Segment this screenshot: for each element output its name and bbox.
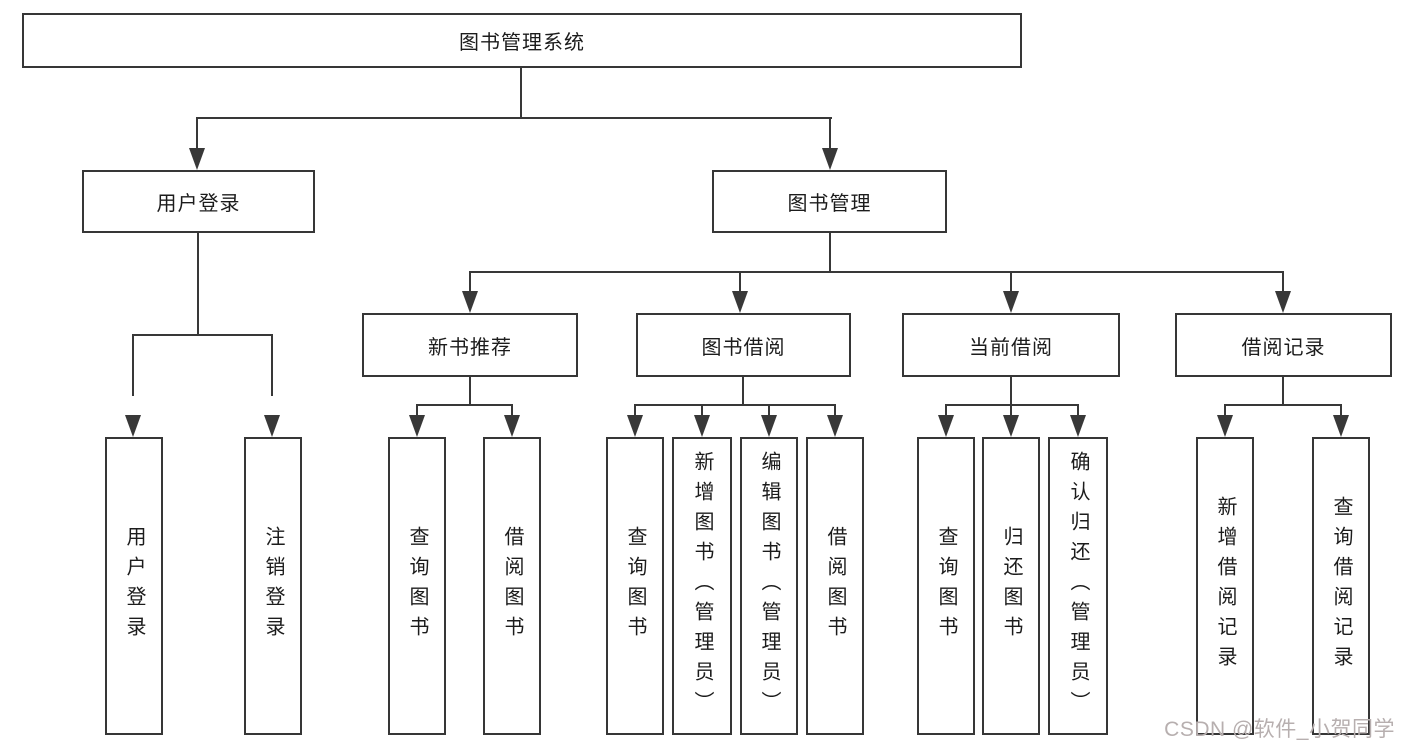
arrow-down-icon <box>1275 291 1291 313</box>
leaf-query-borrow-record: 查询借阅记录 <box>1312 437 1370 735</box>
connector-line <box>701 404 703 417</box>
node-label: 借阅图书 <box>501 526 523 646</box>
arrow-down-icon <box>125 415 141 437</box>
node-label: 查询图书 <box>624 526 646 646</box>
arrow-down-icon <box>761 415 777 437</box>
connector-line <box>416 404 418 417</box>
connector-line <box>742 377 744 406</box>
leaf-add-book-admin: 新增图书（管理员） <box>672 437 732 735</box>
leaf-user-login: 用户登录 <box>105 437 163 735</box>
connector-line <box>1077 404 1079 417</box>
watermark-text: CSDN @软件_小贺同学 <box>1164 718 1395 741</box>
arrow-down-icon <box>1003 291 1019 313</box>
connector-line <box>1010 404 1012 417</box>
node-label: 新增图书（管理员） <box>691 451 713 721</box>
connector-line <box>945 404 947 417</box>
connector-line <box>469 271 471 293</box>
node-label: 借阅图书 <box>824 526 846 646</box>
node-label: 新书推荐 <box>428 336 512 359</box>
leaf-borrow-books-recommend: 借阅图书 <box>483 437 541 735</box>
leaf-edit-book-admin: 编辑图书（管理员） <box>740 437 798 735</box>
node-label: 查询借阅记录 <box>1330 496 1352 676</box>
leaf-query-books-recommend: 查询图书 <box>388 437 446 735</box>
connector-line <box>196 117 198 149</box>
arrow-down-icon <box>822 148 838 170</box>
connector-line <box>739 271 741 293</box>
connector-line <box>634 404 636 417</box>
node-label: 图书借阅 <box>701 336 786 359</box>
leaf-query-books-borrow: 查询图书 <box>606 437 664 735</box>
connector-line <box>132 334 273 336</box>
connector-line <box>132 334 134 396</box>
node-book-management: 图书管理 <box>712 170 947 233</box>
node-label: 新增借阅记录 <box>1214 496 1236 676</box>
node-label: 图书管理 <box>787 193 872 215</box>
connector-line <box>829 233 831 273</box>
connector-line <box>1224 404 1226 417</box>
connector-line <box>634 404 836 406</box>
node-library-system: 图书管理系统 <box>22 13 1022 68</box>
connector-line <box>271 334 273 396</box>
arrow-down-icon <box>627 415 643 437</box>
arrow-down-icon <box>1003 415 1019 437</box>
arrow-down-icon <box>1070 415 1086 437</box>
node-borrow-records: 借阅记录 <box>1175 313 1392 377</box>
connector-line <box>520 68 522 119</box>
arrow-down-icon <box>264 415 280 437</box>
node-label: 借阅记录 <box>1241 336 1326 359</box>
connector-line <box>1340 404 1342 417</box>
node-label: 归还图书 <box>1000 526 1022 646</box>
leaf-return-book: 归还图书 <box>982 437 1040 735</box>
node-label: 确认归还（管理员） <box>1067 451 1089 721</box>
arrow-down-icon <box>1333 415 1349 437</box>
connector-line <box>768 404 770 417</box>
connector-line <box>829 117 831 149</box>
connector-line <box>416 404 513 406</box>
connector-line <box>469 271 1284 273</box>
arrow-down-icon <box>462 291 478 313</box>
leaf-confirm-return-admin: 确认归还（管理员） <box>1048 437 1108 735</box>
leaf-add-borrow-record: 新增借阅记录 <box>1196 437 1254 735</box>
connector-line <box>469 377 471 406</box>
connector-line <box>1282 377 1284 406</box>
connector-line <box>1282 271 1284 293</box>
node-label: 注销登录 <box>262 526 284 646</box>
connector-line <box>1010 377 1012 406</box>
connector-line <box>197 233 199 336</box>
node-label: 查询图书 <box>935 526 957 646</box>
node-user-login: 用户登录 <box>82 170 315 233</box>
node-label: 用户登录 <box>156 193 241 215</box>
node-label: 用户登录 <box>123 526 145 646</box>
connector-line <box>1224 404 1342 406</box>
connector-line <box>196 117 832 119</box>
arrow-down-icon <box>409 415 425 437</box>
arrow-down-icon <box>189 148 205 170</box>
node-label: 编辑图书（管理员） <box>758 451 780 721</box>
node-label: 查询图书 <box>406 526 428 646</box>
arrow-down-icon <box>504 415 520 437</box>
node-label: 图书管理系统 <box>459 32 585 54</box>
leaf-logout: 注销登录 <box>244 437 302 735</box>
node-new-book-recommend: 新书推荐 <box>362 313 578 377</box>
leaf-query-books-current: 查询图书 <box>917 437 975 735</box>
node-current-borrow: 当前借阅 <box>902 313 1120 377</box>
node-book-borrow: 图书借阅 <box>636 313 851 377</box>
connector-line <box>1010 271 1012 293</box>
connector-line <box>834 404 836 417</box>
arrow-down-icon <box>1217 415 1233 437</box>
arrow-down-icon <box>694 415 710 437</box>
arrow-down-icon <box>827 415 843 437</box>
arrow-down-icon <box>938 415 954 437</box>
leaf-borrow-books: 借阅图书 <box>806 437 864 735</box>
connector-line <box>511 404 513 417</box>
connector-line <box>945 404 1079 406</box>
node-label: 当前借阅 <box>969 336 1053 359</box>
arrow-down-icon <box>732 291 748 313</box>
